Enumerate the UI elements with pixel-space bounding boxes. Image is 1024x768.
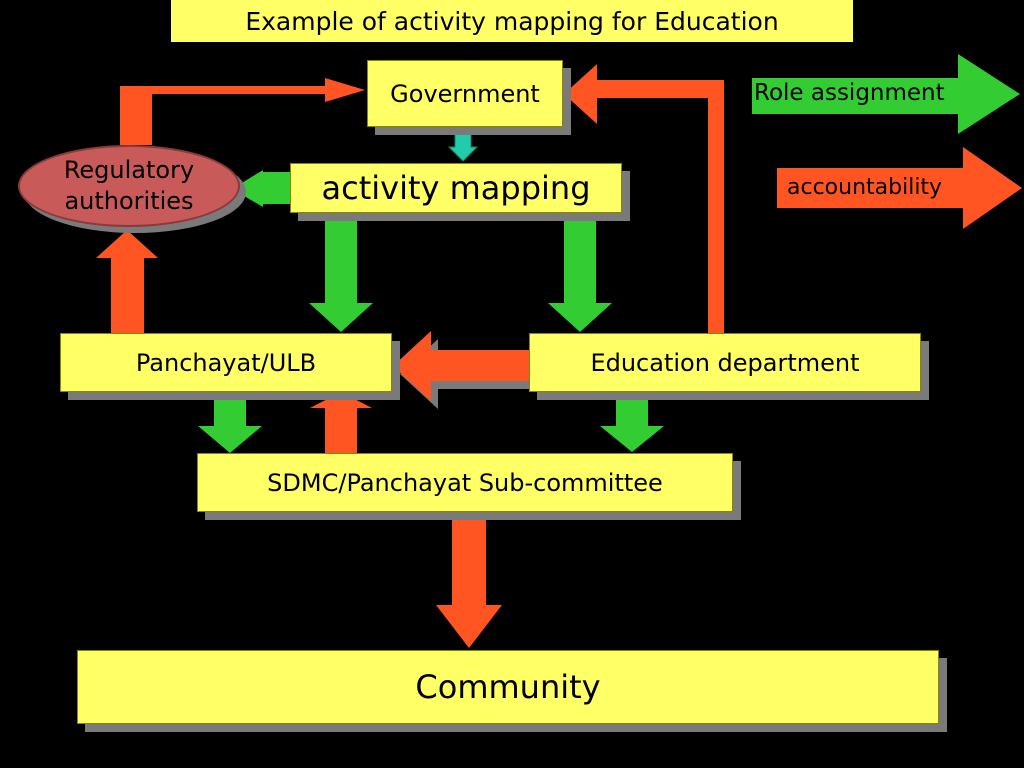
node-government-label: Government — [390, 79, 540, 108]
node-activity-mapping: activity mapping — [290, 163, 622, 213]
node-education-department: Education department — [529, 333, 921, 392]
arrow-activity-to-regulatory — [232, 170, 292, 207]
node-community-label: Community — [415, 668, 601, 706]
node-community: Community — [77, 650, 939, 724]
node-panchayat-ulb-label: Panchayat/ULB — [135, 348, 317, 377]
arrow-regulatory-to-government — [120, 78, 365, 145]
legend-label-accountability: accountability — [787, 175, 942, 200]
node-government: Government — [367, 60, 563, 127]
arrow-activity-to-education — [548, 214, 612, 332]
node-sdmc: SDMC/Panchayat Sub-committee — [197, 453, 733, 512]
legend-accountability-text: accountability — [787, 175, 943, 200]
node-regulatory-authorities: Regulatory authorities — [18, 145, 240, 227]
legend-arrow-accountability — [777, 147, 1022, 229]
node-education-department-label: Education department — [590, 348, 860, 377]
arrow-panchayat-to-sdmc — [198, 393, 262, 453]
legend-role-assignment-text: Role assignment — [754, 80, 945, 106]
legend-label-role-assignment: Role assignment — [754, 80, 945, 106]
arrow-sdmc-to-panchayat — [310, 392, 372, 455]
legend-arrow-role-assignment — [752, 54, 1020, 134]
arrow-education-to-sdmc — [600, 393, 664, 452]
regulatory-line-1: Regulatory — [63, 155, 195, 184]
node-regulatory-label: Regulatory authorities — [64, 155, 194, 217]
arrow-edu-to-panchayat — [393, 331, 530, 401]
regulatory-line-2: authorities — [64, 187, 194, 215]
arrow-edu-to-government — [564, 64, 724, 333]
arrow-sdmc-to-community — [436, 515, 502, 648]
node-sdmc-label: SDMC/Panchayat Sub-committee — [267, 468, 663, 497]
arrow-activity-to-panchayat — [309, 214, 373, 332]
node-activity-mapping-label: activity mapping — [321, 169, 591, 207]
diagram-title: Example of activity mapping for Educatio… — [171, 0, 853, 42]
arrow-panchayat-to-regulatory — [96, 230, 158, 333]
diagram-title-text: Example of activity mapping for Educatio… — [245, 6, 779, 36]
node-panchayat-ulb: Panchayat/ULB — [60, 333, 392, 392]
arrow-government-to-activity — [447, 127, 479, 162]
